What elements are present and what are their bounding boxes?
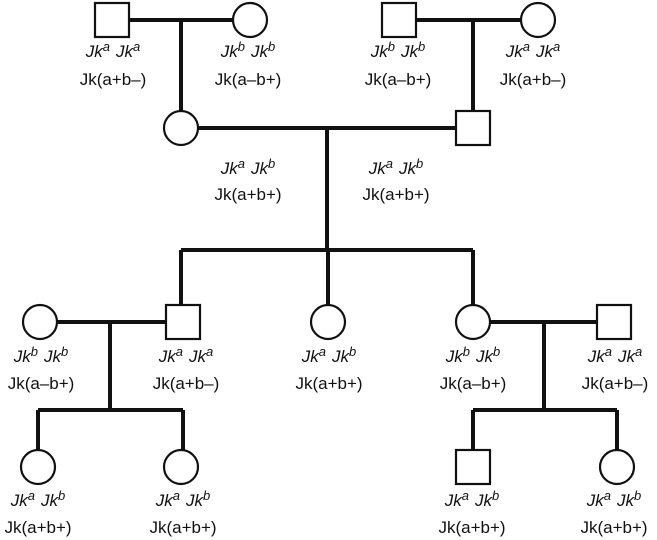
- male-square-symbol: [454, 109, 492, 147]
- phenotype-label: Jk(a–b+): [8, 374, 75, 393]
- female-circle-symbol: [519, 1, 557, 39]
- male-square-symbol: [595, 303, 633, 341]
- phenotype-label: Jk(a+b–): [153, 374, 220, 393]
- phenotype-label: Jk(a+b+): [295, 374, 362, 393]
- phenotype-label: Jk(a+b–): [80, 70, 147, 89]
- male-square-symbol: [93, 1, 131, 39]
- phenotype-label: Jk(a+b+): [4, 518, 71, 537]
- female-circle-symbol: [231, 1, 269, 39]
- phenotype-label: Jk(a+b+): [362, 185, 429, 204]
- phenotype-label: Jk(a+b+): [580, 518, 647, 537]
- phenotype-label: Jk(a+b+): [438, 518, 505, 537]
- phenotype-label: Jk(a+b+): [149, 518, 216, 537]
- phenotype-label: Jk(a+b–): [582, 374, 649, 393]
- female-circle-symbol: [19, 448, 57, 486]
- male-square-symbol: [164, 303, 202, 341]
- phenotype-label: Jk(a–b+): [440, 374, 507, 393]
- female-circle-symbol: [162, 448, 200, 486]
- female-circle-symbol: [162, 109, 200, 147]
- phenotype-label: Jk(a–b+): [215, 70, 282, 89]
- male-square-symbol: [380, 1, 418, 39]
- pedigree-lines: [36, 18, 619, 450]
- phenotype-label: Jk(a+b+): [214, 185, 281, 204]
- female-circle-symbol: [21, 303, 59, 341]
- female-circle-symbol: [598, 448, 636, 486]
- male-square-symbol: [454, 448, 492, 486]
- phenotype-label: Jk(a–b+): [365, 70, 432, 89]
- female-circle-symbol: [309, 303, 347, 341]
- female-circle-symbol: [454, 303, 492, 341]
- phenotype-label: Jk(a+b–): [500, 70, 567, 89]
